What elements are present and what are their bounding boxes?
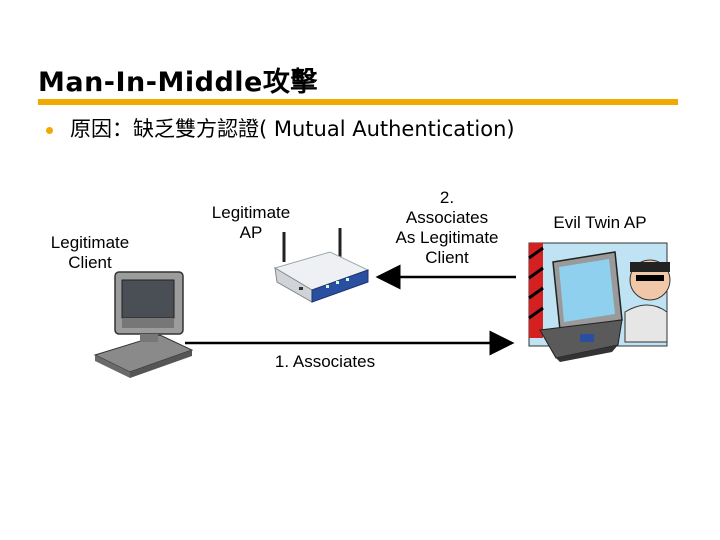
title-underline bbox=[38, 99, 678, 105]
evil-twin-laptop-icon bbox=[528, 242, 671, 362]
slide-title: Man-In-Middle攻擊 bbox=[38, 67, 318, 98]
bullet-icon bbox=[46, 127, 53, 134]
legitimate-ap-label: Legitimate AP bbox=[211, 203, 291, 242]
step2-label: 2. Associates As Legitimate Client bbox=[395, 188, 499, 267]
legitimate-client-label: Legitimate Client bbox=[50, 233, 130, 272]
step1-label: 1. Associates bbox=[274, 352, 376, 371]
router-icon bbox=[273, 228, 370, 303]
slide-subtitle: 原因：缺乏雙方認證( Mutual Authentication) bbox=[70, 117, 515, 141]
client-computer-icon bbox=[93, 271, 194, 378]
evil-twin-label: Evil Twin AP bbox=[553, 213, 647, 232]
